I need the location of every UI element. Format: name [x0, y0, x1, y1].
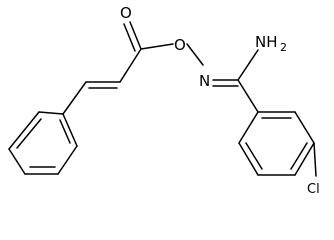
bond	[59, 119, 71, 144]
bond	[62, 113, 78, 147]
atom-label-cl: Cl	[307, 182, 320, 197]
bond	[238, 142, 259, 176]
atom-label-nh2-subscript: 2	[280, 41, 287, 54]
vinyl-chain	[62, 48, 142, 115]
bond	[290, 142, 308, 170]
bond	[186, 43, 204, 66]
atom-label-nh: NH	[255, 33, 278, 51]
phenyl-ring	[8, 111, 78, 175]
bond	[313, 142, 317, 177]
molecule-structure: O O N NH 2 Cl	[8, 4, 320, 197]
bond	[62, 81, 87, 115]
atom-label-o-ester: O	[174, 36, 186, 54]
atom-label-o-carbonyl: O	[120, 4, 132, 22]
chlorophenyl-ring	[238, 111, 317, 177]
bond	[8, 111, 40, 150]
bond	[237, 49, 259, 81]
bond	[294, 142, 315, 176]
bond	[119, 48, 142, 83]
bond	[140, 43, 174, 50]
bond	[129, 21, 142, 50]
atom-label-nh2: NH 2	[255, 33, 287, 54]
bond	[245, 142, 263, 170]
bond	[238, 111, 259, 144]
bond	[8, 148, 26, 175]
bond	[237, 79, 259, 113]
bond	[123, 23, 136, 52]
bond	[294, 111, 315, 144]
bond	[16, 118, 42, 149]
amidoxime-group	[212, 49, 259, 113]
ester-group	[123, 21, 204, 66]
atom-label-n-imine: N	[199, 72, 210, 90]
bond	[57, 145, 78, 175]
bond	[38, 111, 64, 115]
